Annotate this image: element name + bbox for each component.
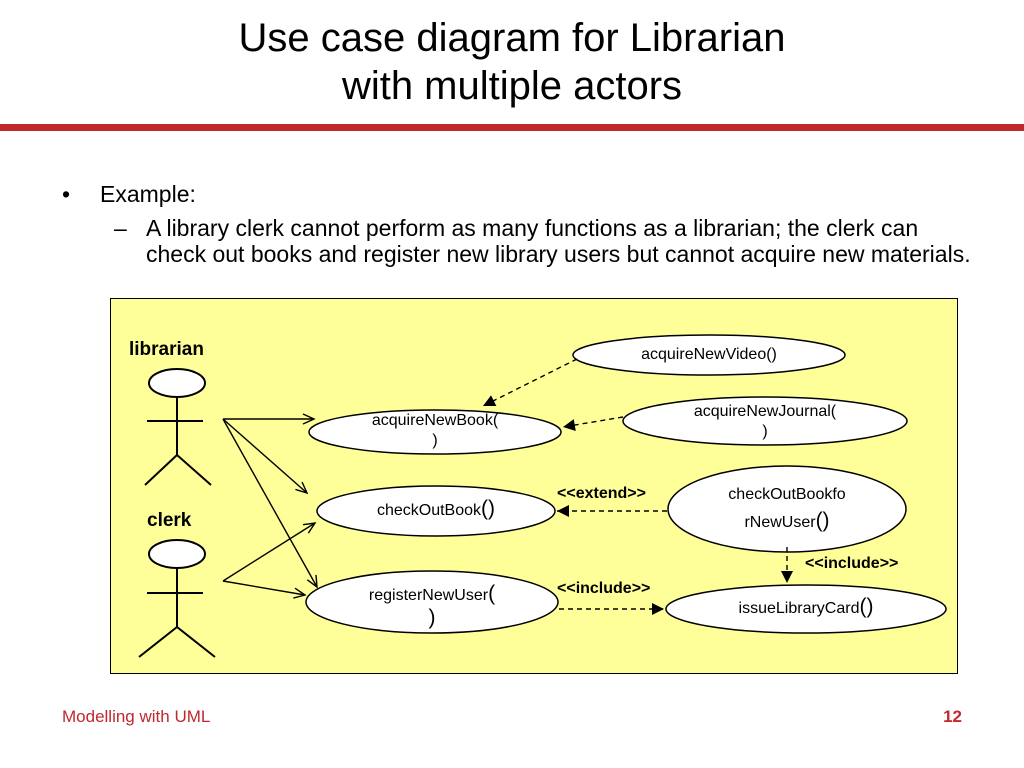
assoc-clerk-checkOutBook [222, 522, 317, 582]
clerk-left-leg [138, 626, 178, 658]
assoc-clerk-registerNewUser [222, 580, 307, 599]
usecase-acquireNewBook [308, 409, 562, 455]
sub-bullet-text: A library clerk cannot perform as many f… [146, 215, 971, 267]
librarian-head [148, 368, 206, 398]
slide-title: Use case diagram for Librarian with mult… [0, 14, 1024, 110]
slide-title-line-2: with multiple actors [341, 64, 683, 108]
bullet-glyph: • [62, 181, 71, 207]
usecase-text-checkOutBook: checkOutBook [376, 502, 482, 519]
usecase-registerNewUser [305, 570, 559, 634]
usecase-text-registerNewUser: registerNewUser [368, 587, 489, 604]
usecase-text-acquireNewJournal-2: ) [762, 423, 768, 440]
page-number: 12 [943, 707, 962, 726]
usecase-issueLibraryCard [665, 584, 947, 634]
usecase-label-acquireNewVideo: acquireNewVideo() [573, 345, 845, 365]
title-divider [0, 124, 1024, 131]
assoc-librarian-checkOutBook [222, 418, 309, 495]
usecase-checkOutBook [316, 485, 556, 537]
clerk-right-leg [176, 626, 216, 658]
usecase-paren-close-registerNewUser: ) [428, 606, 436, 629]
usecase-paren-checkOutBookForNewUser: () [815, 509, 830, 532]
actor-label-clerk: clerk [147, 510, 192, 531]
usecase-label-issueLibraryCard: issueLibraryCard() [666, 595, 946, 619]
librarian-right-leg [176, 454, 212, 486]
usecase-label-acquireNewJournal: acquireNewJournal( ) [623, 402, 907, 442]
generalization-journal-to-book [562, 416, 624, 431]
usecase-label-acquireNewBook: acquireNewBook( ) [309, 411, 561, 451]
dash-glyph: – [114, 215, 127, 241]
librarian-stick-figure [144, 368, 212, 486]
usecase-text-checkOutBookForNewUser-1: checkOutBookfo [728, 486, 846, 503]
usecase-text-acquireNewBook-2: ) [432, 432, 438, 449]
usecase-acquireNewVideo [572, 334, 846, 376]
usecase-paren-open-registerNewUser: ( [488, 582, 496, 605]
stereotype-extend: <<extend>> [557, 485, 646, 502]
slide-title-line-1: Use case diagram for Librarian [238, 16, 786, 60]
usecase-acquireNewJournal [622, 396, 908, 446]
usecase-paren-checkOutBook: () [481, 497, 496, 520]
diagram-canvas [138, 334, 947, 658]
clerk-head [148, 539, 206, 569]
usecase-label-checkOutBookForNewUser: checkOutBookfo rNewUser() [668, 482, 906, 536]
assoc-librarian-registerNewUser [222, 418, 318, 589]
usecase-text-acquireNewBook-1: acquireNewBook( [371, 412, 499, 429]
stereotype-include-card: <<include>> [805, 555, 899, 572]
usecase-label-registerNewUser: registerNewUser( ) [306, 583, 558, 629]
use-case-diagram: librarian clerk acquireNewVideo() acquir… [110, 298, 958, 674]
footer-title: Modelling with UML [62, 707, 211, 726]
usecase-label-checkOutBook: checkOutBook() [317, 497, 555, 521]
bullet-text: Example: [100, 181, 196, 207]
actor-label-librarian: librarian [129, 339, 204, 360]
usecase-paren-issueLibraryCard: () [859, 595, 874, 618]
usecase-text-issueLibraryCard: issueLibraryCard [738, 600, 860, 617]
librarian-left-leg [144, 454, 178, 486]
usecase-text-acquireNewVideo: acquireNewVideo() [641, 346, 777, 363]
usecase-text-checkOutBookForNewUser-2: rNewUser [744, 514, 816, 531]
clerk-stick-figure [138, 539, 216, 658]
generalization-video-to-book [482, 358, 578, 407]
stereotype-include-register: <<include>> [557, 580, 651, 597]
usecase-text-acquireNewJournal-1: acquireNewJournal( [693, 403, 837, 420]
